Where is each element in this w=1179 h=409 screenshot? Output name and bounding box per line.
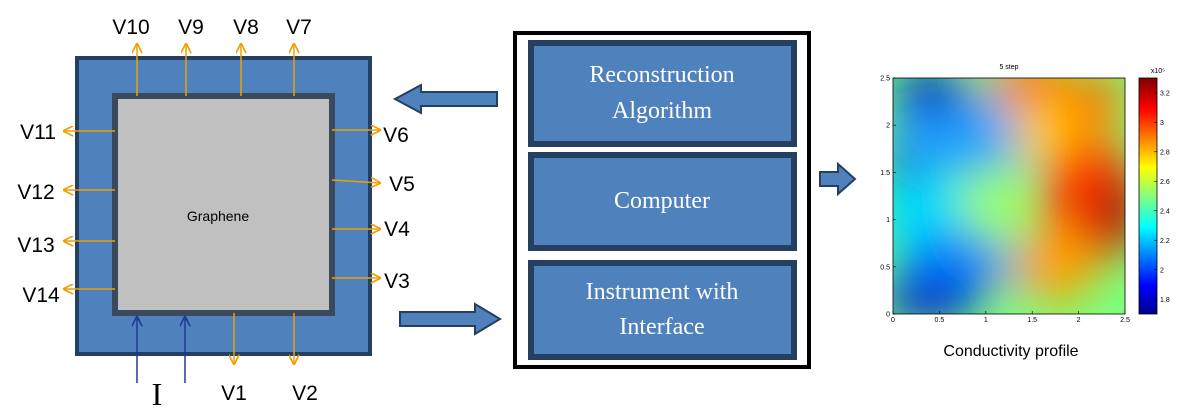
- map-y-tick-label: 1.5: [880, 170, 890, 177]
- colorbar-tick-label: 2.2: [1160, 238, 1170, 245]
- graphene-label: Graphene: [187, 208, 249, 224]
- sample-panel: Graphene V10 V9 V8 V7 V11 V12 V13 V14 V6…: [17, 16, 415, 409]
- map-y-tick-label: 0.5: [880, 264, 890, 271]
- graphene-sheet: [112, 93, 335, 316]
- system-panel: Reconstruction Algorithm Computer Instru…: [513, 31, 811, 369]
- electrode-label-v2: V2: [292, 382, 318, 405]
- map-x-tick-label: 1: [984, 317, 988, 324]
- instrument-interface-block: [528, 260, 797, 360]
- colorbar-tick-label: 3.2: [1160, 90, 1170, 97]
- colorbar-tick-label: 2.6: [1160, 179, 1170, 186]
- conductivity-map-panel: 5 step 0 0.5 1 1.5 2 2.5 0 0.5 1 1.5 2 2.5: [880, 64, 1170, 360]
- electrode-label-v9: V9: [178, 16, 204, 39]
- block-label-instrument-line2: Interface: [619, 314, 704, 340]
- map-caption: Conductivity profile: [943, 343, 1078, 360]
- colorbar-ticks: 1.8 2 2.2 2.4 2.6 2.8 3 3.2: [1154, 90, 1170, 304]
- colorbar-tick-label: 1.8: [1160, 297, 1170, 304]
- map-y-tick-label: 2: [886, 123, 890, 130]
- electrode-label-v8: V8: [233, 16, 259, 39]
- map-x-tick-label: 0: [891, 317, 895, 324]
- electrode-arrow-v5: [331, 180, 380, 183]
- electrode-label-v7: V7: [286, 16, 312, 39]
- map-x-tick-label: 0.5: [935, 317, 945, 324]
- electrode-label-v3: V3: [384, 270, 410, 293]
- current-label: I: [152, 376, 163, 409]
- map-y-tick-label: 2.5: [880, 76, 890, 83]
- electrode-label-v14: V14: [22, 284, 60, 307]
- colorbar: [1138, 77, 1158, 315]
- electrode-label-v4: V4: [384, 218, 410, 241]
- block-label-computer: Computer: [614, 188, 710, 214]
- electrode-label-v12: V12: [17, 181, 54, 204]
- map-x-tick-label: 2: [1077, 317, 1081, 324]
- map-x-tick-label: 2.5: [1120, 317, 1130, 324]
- electrode-label-v11: V11: [20, 121, 56, 144]
- block-label-reconstruction-line1: Reconstruction: [589, 62, 734, 88]
- block-label-reconstruction-line2: Algorithm: [612, 98, 712, 124]
- map-title: 5 step: [999, 64, 1018, 71]
- reconstruction-algorithm-block: [528, 40, 797, 147]
- map-axes-box: [892, 77, 1126, 315]
- colorbar-tick-label: 2.8: [1160, 149, 1170, 156]
- map-ticks: 0 0.5 1 1.5 2 2.5 0 0.5 1 1.5 2 2.5: [880, 76, 1130, 325]
- colorbar-tick-label: 2.4: [1160, 208, 1170, 215]
- computer-block: [528, 152, 797, 251]
- colorbar-tick-label: 2: [1160, 267, 1164, 274]
- flow-arrow-to-sample: [392, 83, 498, 115]
- electrode-label-v5: V5: [389, 173, 415, 196]
- electrode-label-v1: V1: [221, 382, 247, 405]
- conductivity-heatmap: [893, 78, 1125, 314]
- colorbar-exponent: x10⁵: [1151, 68, 1165, 75]
- map-y-tick-label: 1: [886, 217, 890, 224]
- electrode-label-v6: V6: [383, 124, 409, 147]
- block-label-instrument-line1: Instrument with: [586, 279, 739, 305]
- map-y-tick-label: 0: [886, 312, 890, 319]
- electrode-label-v13: V13: [17, 234, 54, 257]
- colorbar-tick-label: 3: [1160, 120, 1164, 127]
- flow-arrow-to-instrument: [399, 302, 502, 336]
- electrode-label-v10: V10: [112, 16, 149, 39]
- flow-arrow-to-map: [819, 161, 857, 197]
- map-x-tick-label: 1.5: [1027, 317, 1037, 324]
